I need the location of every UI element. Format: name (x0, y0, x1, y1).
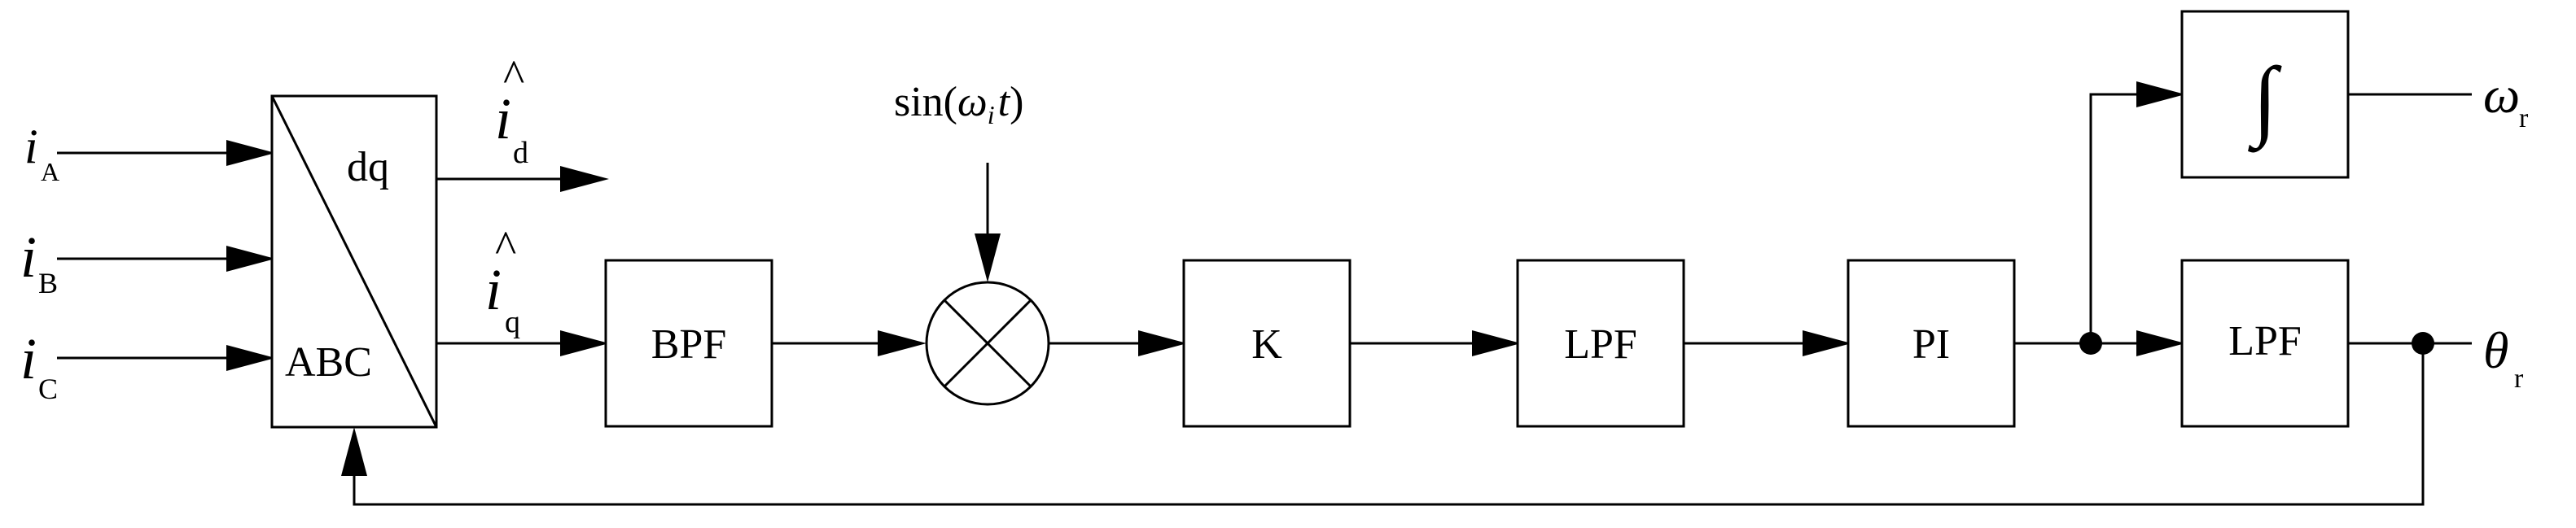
id-output-arrowhead (560, 166, 609, 192)
iq-to-bpf-arrowhead (560, 330, 609, 356)
input-label-ia: i A (24, 120, 59, 186)
svg-text:C: C (38, 373, 58, 405)
pi-label: PI (1912, 321, 1950, 368)
gain-to-lpf-arrowhead (1472, 330, 1521, 356)
transform-label-abc: ABC (285, 339, 372, 386)
pi-to-lpf-arrowhead (2136, 330, 2185, 356)
transform-label-dq: dq (347, 144, 389, 190)
svg-text:i: i (20, 326, 37, 391)
multiplier-node (925, 281, 1050, 406)
ia-arrowhead (226, 140, 275, 166)
ic-arrowhead (226, 345, 275, 371)
lpf-2-label: LPF (2228, 318, 2302, 364)
svg-text:i: i (495, 86, 511, 151)
iq-hat-label: ^ i q (485, 222, 520, 339)
abc-dq-transform-block: dq ABC (270, 94, 438, 429)
carrier-arrowhead (975, 233, 1001, 282)
feedback-arrowhead (341, 427, 367, 476)
svg-text:q: q (505, 305, 520, 339)
input-label-ib: i B (20, 225, 58, 299)
bpf-to-multiplier-arrowhead (878, 330, 927, 356)
multiplier-to-gain-arrowhead (1138, 330, 1187, 356)
ib-arrowhead (226, 246, 275, 272)
branch-to-integrator-arrowhead (2136, 81, 2185, 107)
lpf-block-1: LPF (1516, 259, 1685, 428)
svg-text:r: r (2514, 364, 2524, 394)
svg-text:i: i (20, 225, 37, 290)
feedback-line (353, 343, 2425, 506)
svg-text:θ: θ (2483, 321, 2508, 379)
carrier-label: sin(ωit) (894, 79, 1023, 129)
integrator-block: ∫ (2180, 10, 2350, 179)
svg-text:^: ^ (503, 51, 524, 102)
bpf-label: BPF (651, 321, 727, 368)
input-label-ic: i C (20, 326, 58, 405)
svg-text:^: ^ (495, 222, 516, 273)
integral-symbol: ∫ (2248, 49, 2282, 153)
svg-text:i: i (485, 257, 502, 322)
omega-output-label: ω r (2483, 66, 2529, 133)
svg-text:i: i (24, 120, 38, 173)
lpf-block-2: LPF (2180, 259, 2350, 428)
gain-label: K (1251, 321, 1282, 368)
lpf-1-label: LPF (1564, 321, 1637, 368)
theta-output-label: θ r (2483, 321, 2524, 394)
pi-block: PI (1847, 259, 2016, 428)
svg-text:r: r (2519, 103, 2529, 133)
svg-text:d: d (513, 136, 528, 170)
svg-text:ω: ω (2483, 66, 2520, 124)
bpf-block: BPF (604, 259, 773, 428)
gain-block: K (1182, 259, 1352, 428)
branch-to-integrator-line (2089, 93, 2138, 343)
id-hat-label: ^ i d (495, 51, 528, 170)
svg-text:B: B (38, 267, 58, 299)
lpf-to-pi-arrowhead (1803, 330, 1851, 356)
svg-text:A: A (41, 157, 59, 186)
